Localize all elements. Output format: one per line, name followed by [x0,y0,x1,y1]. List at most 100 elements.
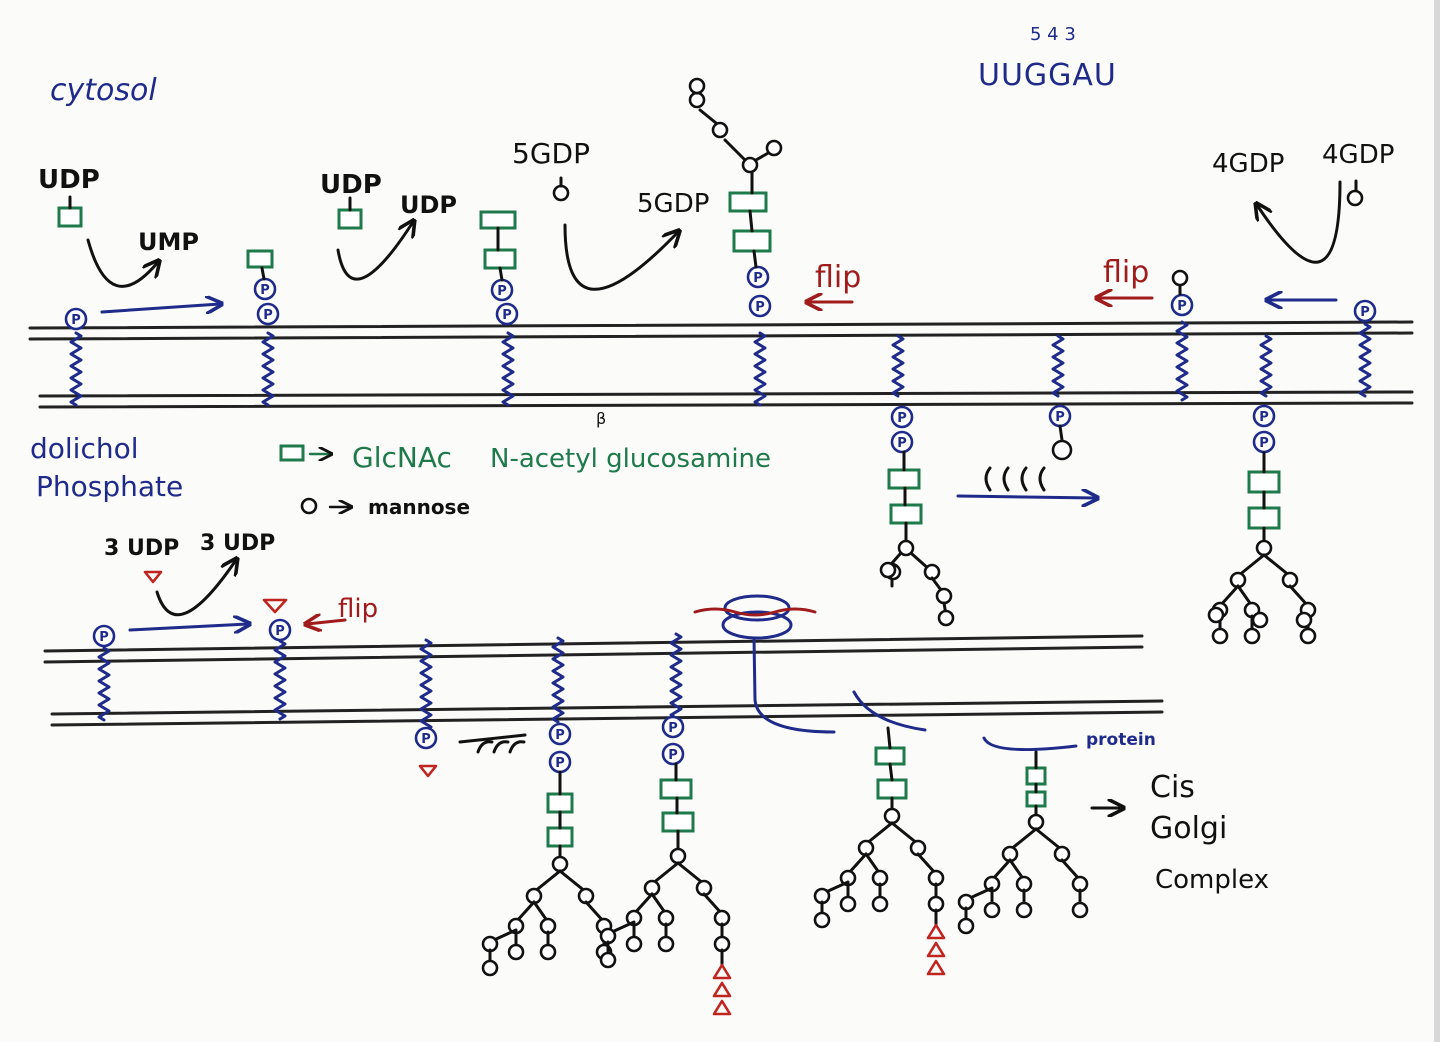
mannose-circle [1051,439,1073,461]
glucose-triangle [143,570,163,584]
mannose-circle [552,184,570,202]
reaction-arrow [128,624,248,630]
mannose-circle [813,911,831,929]
upper-er-membrane [28,320,1414,409]
phosphate-label: P [263,308,273,323]
mannose-circle [839,895,857,913]
mannose-circle [657,935,675,953]
legend-mannose: mannose [368,495,470,519]
reaction-arrow [100,304,220,312]
glcnac-square [1247,506,1281,530]
glcnac-square [479,210,517,230]
glycan-bond [752,249,758,269]
dolichol-chain [97,646,111,722]
reaction-arrow [86,238,158,288]
dolichol-chain [419,638,433,732]
label-dolichol-line2: Phosphate [36,470,183,503]
mannose-circle [765,139,783,157]
glycan-bond [886,726,892,750]
glycan-bond [824,880,850,894]
mannose-circle [1346,189,1364,207]
mannose-circle [1207,606,1225,624]
label-5gdp-in: 5GDP [512,137,590,170]
glcnac-square [1025,790,1047,808]
glycan-bond [676,861,706,886]
dolichol-chain [261,331,275,407]
glucose-triangle [926,959,946,976]
phosphate-label: P [1360,305,1370,320]
protein-chain [852,690,927,732]
glcnac-square [546,792,574,814]
mannose-circle [1171,269,1189,287]
glycan-bond [1058,424,1064,442]
phosphate-circle [268,618,292,642]
glycan-bond [610,920,636,934]
glucose-triangle [926,923,946,940]
legend-glcnac: GlcNAc [352,441,452,474]
mrna-strand [693,607,817,617]
glycan-bond [1236,553,1266,578]
label-udp-pair-in: UDP [320,170,382,200]
legend-circle-icon [300,497,318,515]
glcnac-square [874,746,906,766]
phosphate-circle [495,302,519,326]
mannose-circle [879,561,897,579]
mannose-circle [1299,627,1317,645]
label-codon-numbers: 5 4 3 [1030,24,1076,45]
mannose-circle [897,539,915,557]
phosphate-circle [890,430,914,454]
glucose-triangle [712,999,732,1016]
dolichol-chain [551,636,565,724]
lower-er-membrane [43,634,1164,727]
dolichol-chain [753,331,767,407]
phosphate-circle [661,742,685,766]
legend-square-icon [279,444,305,462]
label-destination: Cis Golgi Complex [1150,770,1269,895]
phosphate-label: P [755,300,765,315]
phosphate-label: P [753,271,763,286]
glucose-triangle [926,941,946,958]
phosphate-label: P [897,436,907,451]
phosphate-label: P [1259,436,1269,451]
mannose-circle [539,943,557,961]
phosphate-label: P [275,624,285,639]
glcnac-square [661,811,695,833]
glucose-triangle [712,981,732,998]
dolichol-chain [69,331,83,407]
label-5gdp-out: 5GDP [637,189,709,219]
mannose-circle [983,901,1001,919]
phosphate-label: P [1259,410,1269,425]
mannose-circle [1295,611,1313,629]
phosphate-circle [92,624,116,648]
glcnac-square [659,778,693,800]
glcnac-square [57,206,83,228]
phosphate-circle [890,405,914,429]
legend-beta: β [596,409,606,428]
ribosome-small-subunit [721,610,793,640]
phosphate-label: P [555,756,565,771]
label-4gdp-out: 4GDP [1212,149,1284,179]
glucose-triangle [712,963,732,980]
label-destination-complex: Complex [1155,865,1269,895]
label-protein: protein [1086,730,1156,750]
label-3udp-out: 3 UDP [200,531,275,556]
reaction-arrow [563,223,678,291]
dolichol-chain [1175,320,1189,402]
phosphate-label: P [71,313,81,328]
phosphate-label: P [497,284,507,299]
label-flip-2: flip [1103,255,1149,290]
phosphate-circle [548,722,572,746]
mannose-circle [883,807,901,825]
mannose-circle [625,935,643,953]
mannose-circle [871,895,889,913]
mannose-circle [481,959,499,977]
dolichol-chain [273,639,287,721]
phosphate-circle [1252,404,1276,428]
label-udp-top-left: UDP [38,165,100,195]
glycan-bond [650,861,680,886]
glcnac-square [889,503,923,525]
dolichol-chain [1259,334,1273,398]
phosphate-circle [414,726,438,750]
lipid-arrow [458,733,527,754]
